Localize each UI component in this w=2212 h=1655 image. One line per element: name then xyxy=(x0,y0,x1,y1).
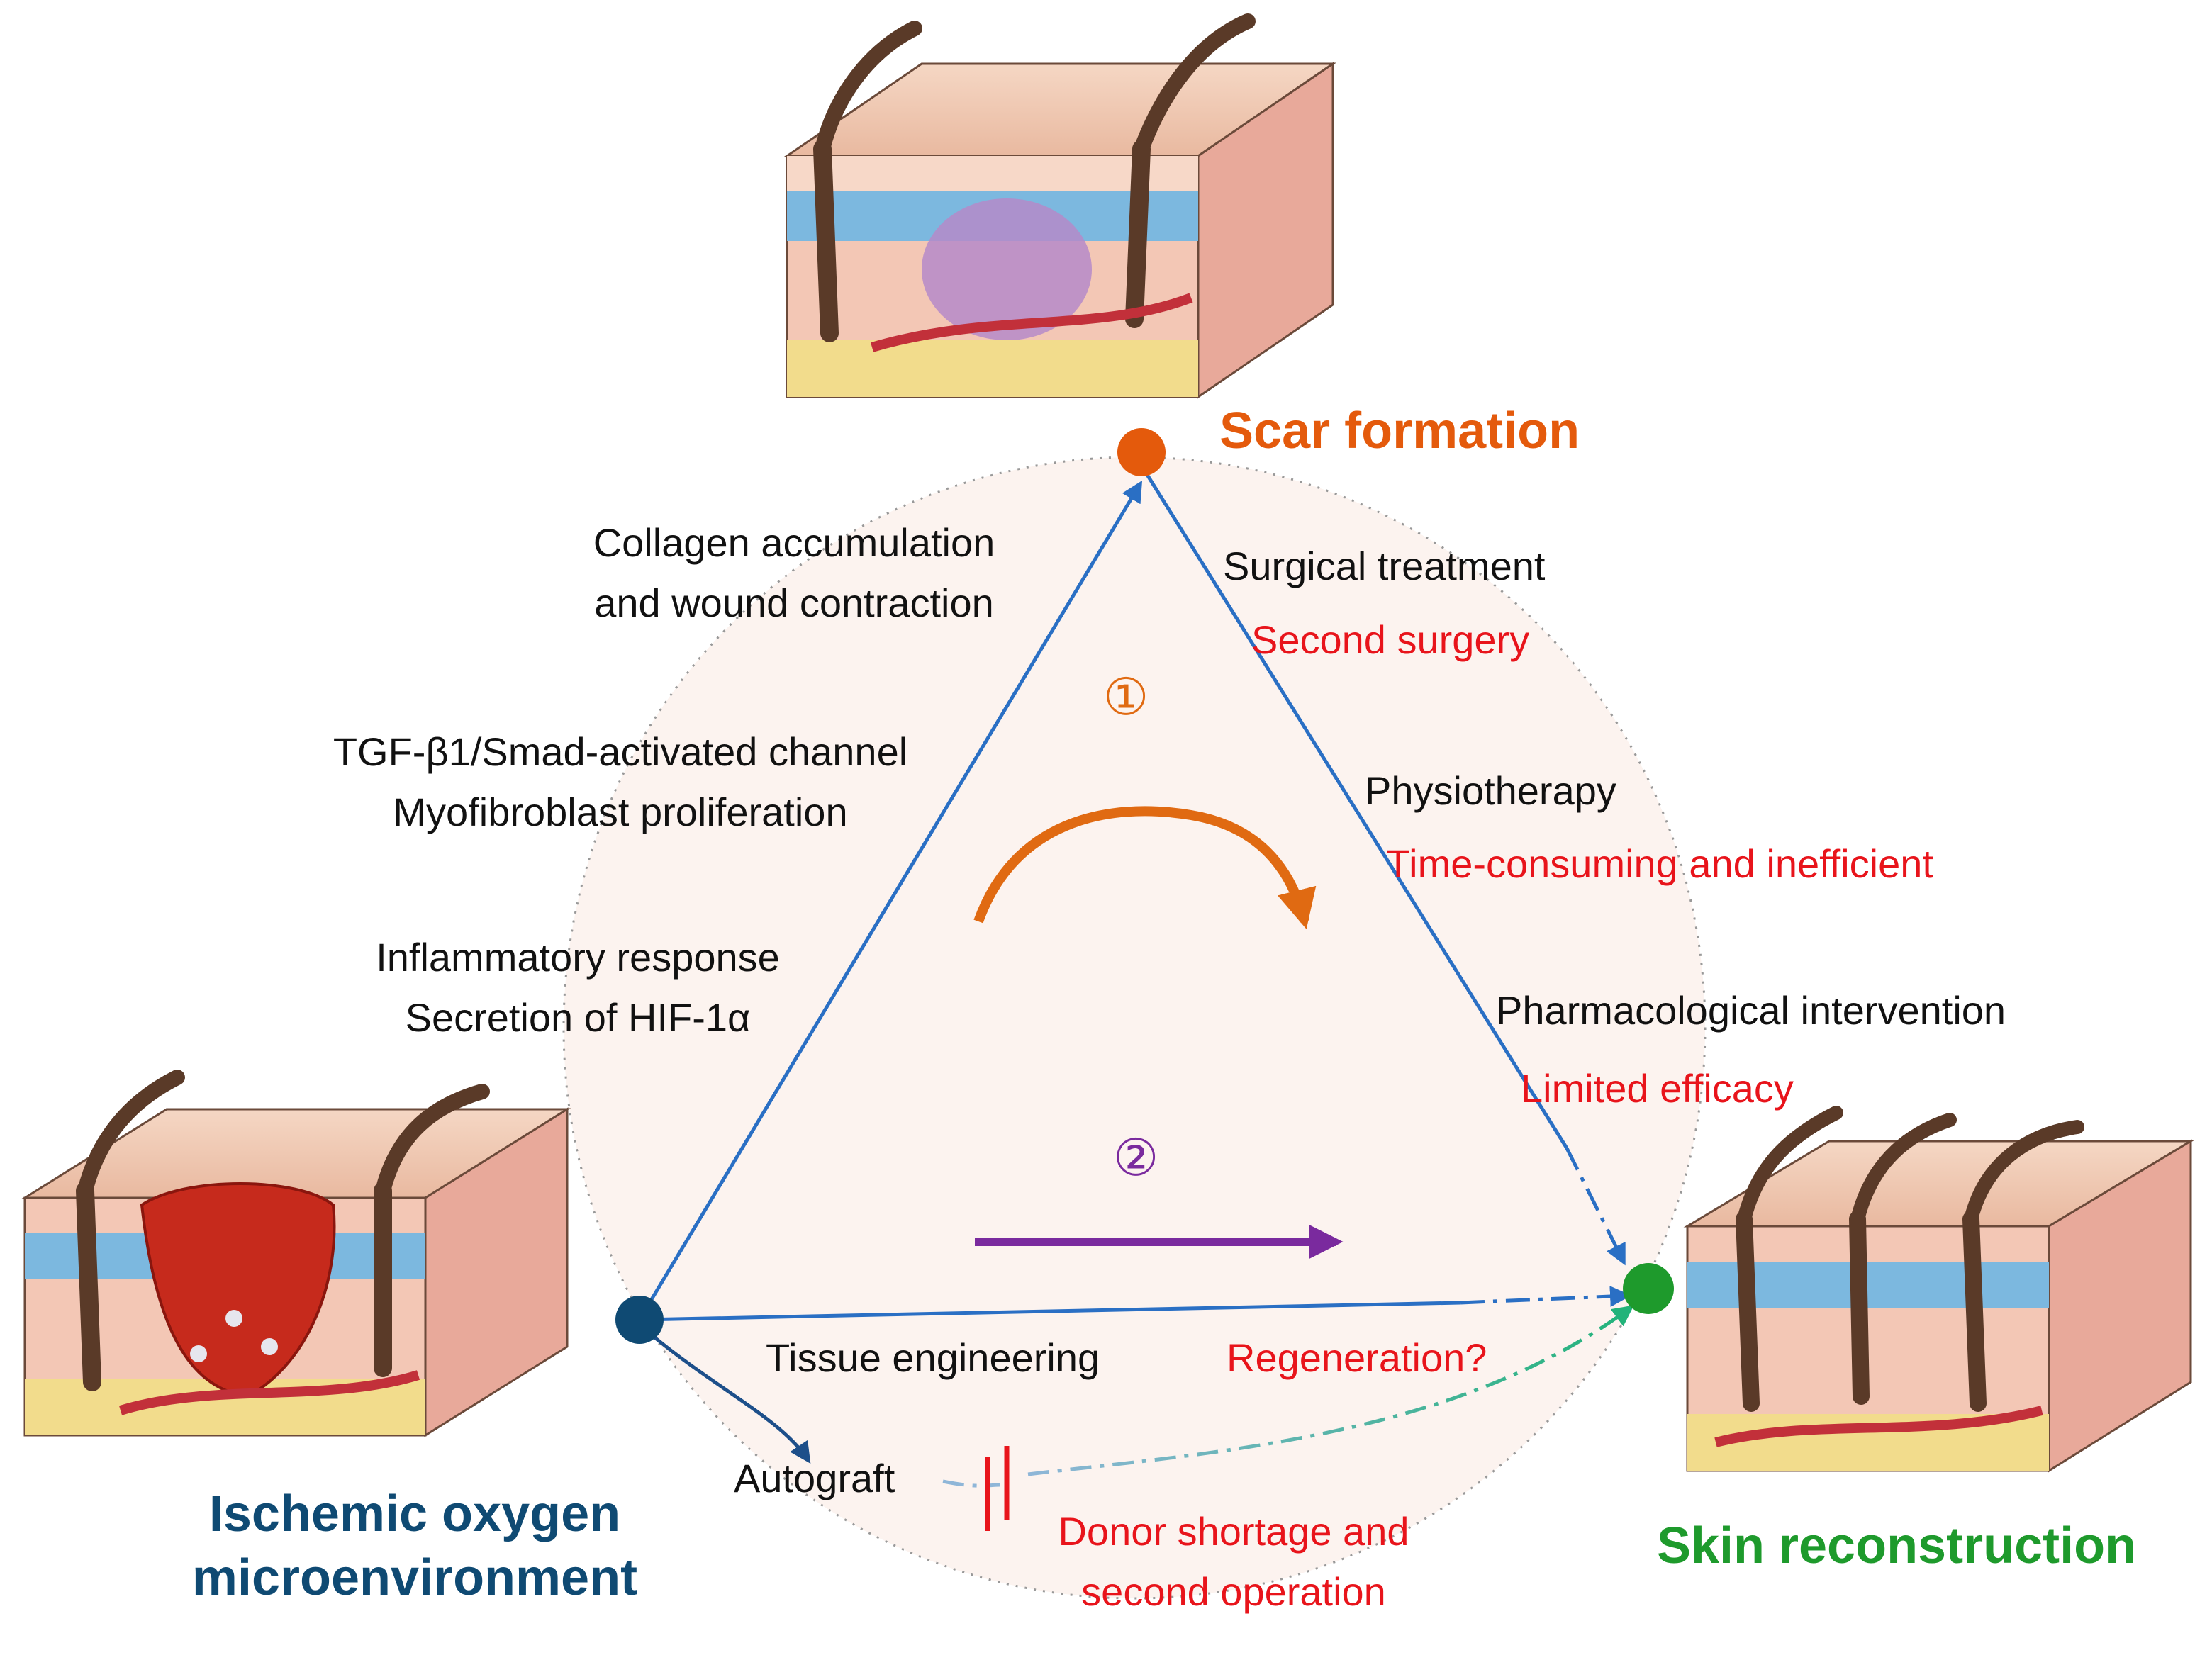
scar-collagen xyxy=(922,198,1092,340)
edge-ischemic-to-skin xyxy=(641,1301,1461,1322)
edge-ischemic-to-skin-dashed xyxy=(1460,1286,1631,1308)
donor-shortage-label-2: second operation xyxy=(1081,1569,1386,1614)
skin-node xyxy=(1623,1263,1674,1314)
scar-node xyxy=(1117,428,1166,476)
path-marker-1: ① xyxy=(1103,669,1149,726)
autograft-to-skin-dashed xyxy=(942,1479,1000,1488)
edge-ischemic-to-scar xyxy=(638,480,1143,1320)
curved-arrow-1 xyxy=(973,806,1317,929)
ischemic-skin-illustration xyxy=(21,1070,571,1437)
tgf-label: TGF-β1/Smad-activated channel xyxy=(333,729,907,774)
ischemic-node xyxy=(615,1296,664,1344)
central-circle xyxy=(562,456,1707,1600)
skin-reconstruction-label: Skin reconstruction xyxy=(1657,1517,2136,1574)
limited-efficacy-label: Limited efficacy xyxy=(1521,1066,1794,1111)
second-surgery-label: Second surgery xyxy=(1251,617,1529,662)
donor-shortage-label-1: Donor shortage and xyxy=(1058,1509,1409,1554)
physiotherapy-label: Physiotherapy xyxy=(1365,768,1616,813)
scar-formation-label: Scar formation xyxy=(1219,403,1580,459)
autograft-label: Autograft xyxy=(734,1456,895,1500)
tissue-engineering-label: Tissue engineering xyxy=(766,1335,1100,1380)
regeneration-label: Regeneration? xyxy=(1227,1335,1487,1380)
collagen-label-1: Collagen accumulation xyxy=(593,520,995,565)
edge-scar-to-skin xyxy=(1141,466,1569,1150)
surgical-treatment-label: Surgical treatment xyxy=(1223,544,1546,588)
pharmacological-label: Pharmacological intervention xyxy=(1496,988,2006,1033)
inflammatory-label: Inflammatory response xyxy=(376,935,780,980)
path-marker-2: ② xyxy=(1113,1130,1159,1186)
time-consuming-label: Time-consuming and inefficient xyxy=(1386,841,1933,886)
hif-label: Secretion of HIF-1α xyxy=(406,995,751,1040)
ischemic-wound xyxy=(140,1182,336,1398)
collagen-label-2: and wound contraction xyxy=(594,580,994,625)
autograft-to-skin-curve xyxy=(1027,1305,1634,1476)
myofibroblast-label: Myofibroblast proliferation xyxy=(393,790,847,834)
reconstructed-skin-illustration xyxy=(1683,1106,2195,1473)
edge-scar-to-skin-dashed xyxy=(1565,1147,1626,1266)
ischemic-label-line2: microenvironment xyxy=(192,1549,637,1606)
scar-skin-illustration xyxy=(783,13,1336,399)
ischemic-label-line1: Ischemic oxygen xyxy=(209,1486,620,1542)
autograft-arrow xyxy=(647,1331,811,1464)
